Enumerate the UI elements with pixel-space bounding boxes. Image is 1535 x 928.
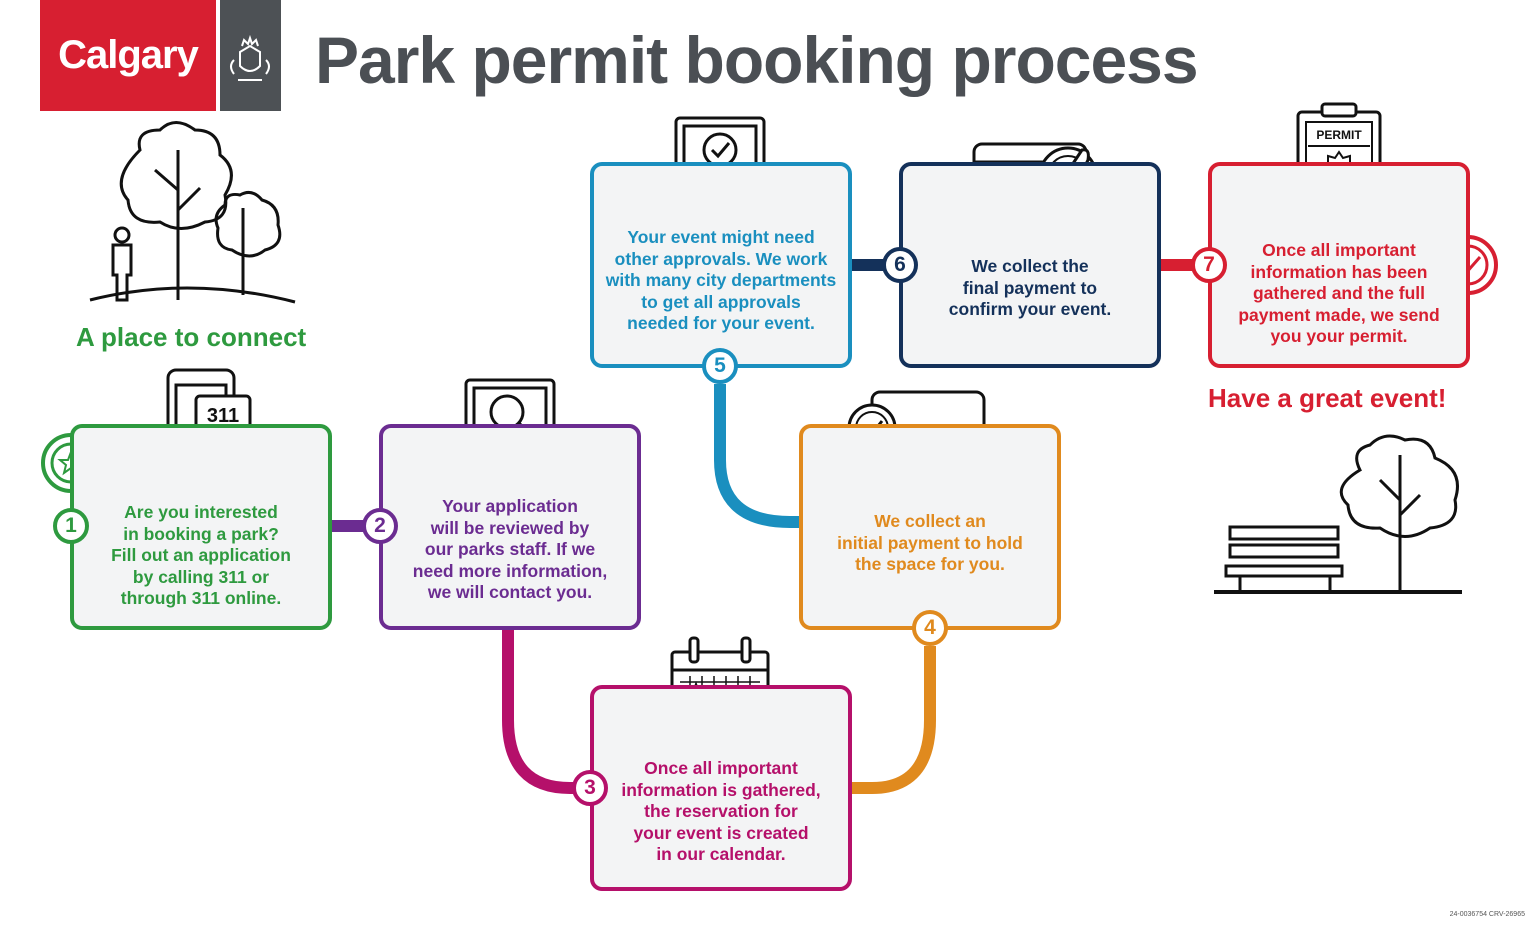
step-1-box — [70, 424, 332, 630]
permit-icon-label: PERMIT — [1316, 128, 1362, 142]
logo-text: Calgary — [58, 33, 199, 77]
step-2-text: Your application will be reviewed by our… — [412, 496, 608, 602]
tagline-great-event: Have a great event! — [1208, 383, 1447, 413]
step-6-text: We collect the final payment to confirm … — [948, 256, 1112, 319]
bench-tree-illustration — [1214, 434, 1462, 594]
step-3-badge: 3 — [572, 770, 608, 806]
step-3-box — [590, 685, 852, 891]
step-5-badge: 5 — [702, 348, 738, 384]
city-crest-logo — [220, 0, 281, 111]
calgary-logo: Calgary — [40, 0, 216, 111]
footer-code: 24-0036754 CRV-26965 — [1449, 911, 1525, 918]
step-7-box — [1208, 162, 1470, 368]
step-1-text: Are you interested in booking a park? Fi… — [111, 502, 291, 608]
step-5-text: Your event might need other approvals. W… — [605, 227, 837, 333]
step-7-text: Once all important information has been … — [1238, 240, 1440, 346]
connector-3-4 — [850, 646, 936, 794]
step-2-box — [379, 424, 641, 630]
tagline-place-to-connect: A place to connect — [76, 322, 307, 352]
step-5-box — [590, 162, 852, 368]
step-4-badge: 4 — [912, 610, 948, 646]
step-2-badge: 2 — [362, 508, 398, 544]
step-4-text: We collect an initial payment to hold th… — [837, 511, 1023, 574]
smartphone-icon-label: 311 — [207, 405, 239, 427]
page-title: Park permit booking process — [315, 23, 1199, 97]
park-trees-illustration — [89, 121, 296, 304]
step-6-box — [899, 162, 1161, 368]
step-7-badge: 7 — [1191, 247, 1227, 283]
connector-2-3 — [502, 628, 590, 794]
step-6-badge: 6 — [882, 247, 918, 283]
step-1-badge: 1 — [53, 508, 89, 544]
connector-4-5 — [714, 384, 800, 528]
crest-icon — [230, 34, 270, 81]
step-3-text: Once all important information is gather… — [621, 758, 821, 864]
